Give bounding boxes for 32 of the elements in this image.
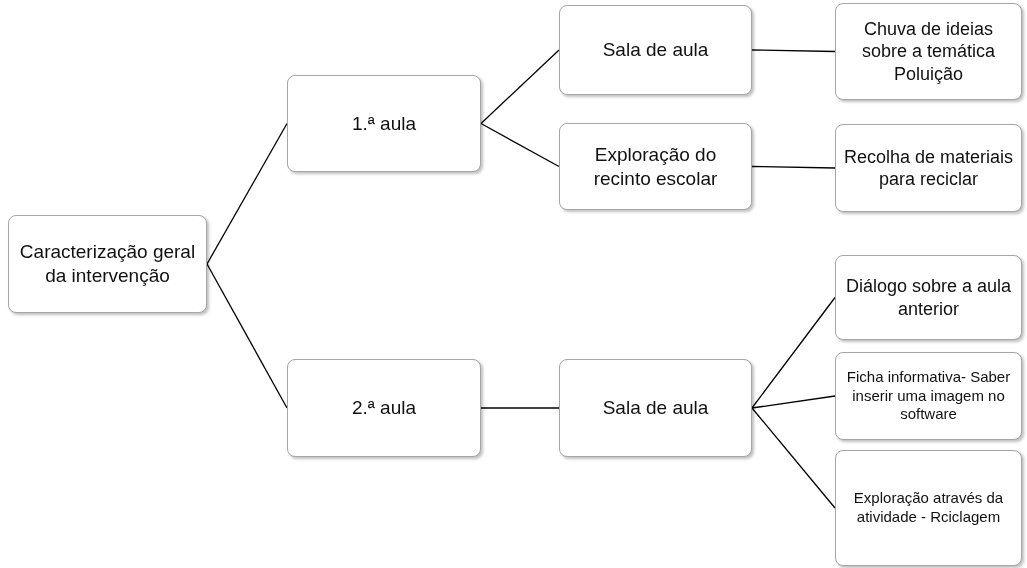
box-text: Diálogo sobre a aula anterior: [844, 275, 1013, 320]
process-box: [287, 359, 481, 457]
process-box: [835, 255, 1022, 340]
box-text: 2.ª aula: [351, 396, 417, 420]
connector-line: [751, 165, 836, 169]
process-box: [559, 5, 752, 95]
box-text: Sala de aula: [602, 396, 709, 420]
process-box: [559, 359, 752, 457]
box-text: Ficha informativa- Saber inserir uma imagem no software: [845, 367, 1012, 425]
connector-line: [751, 49, 836, 53]
connector-line: [480, 49, 560, 125]
connector-line: [480, 122, 560, 168]
connector-line: [480, 407, 560, 409]
box-text: Exploração através da atividade - Rciclagem: [852, 489, 1005, 527]
process-box: [835, 450, 1022, 566]
box-text: Chuva de ideias sobre a temática Poluição: [860, 17, 997, 86]
connector-line: [751, 395, 836, 409]
box-text: Exploração do recinto escolar: [592, 142, 719, 191]
connector-line: [751, 407, 836, 509]
process-box: [8, 215, 207, 313]
box-text: 1.ª aula: [351, 111, 417, 136]
process-box: [559, 123, 752, 210]
process-box: [835, 3, 1022, 100]
connector-line: [751, 296, 836, 409]
connector-line: [206, 263, 288, 409]
process-box: [835, 124, 1022, 212]
connector-line: [206, 122, 288, 265]
box-text: Caracterização geral da intervenção: [18, 240, 197, 288]
box-text: Recolha de materiais para reciclar: [842, 145, 1015, 191]
box-text: Sala de aula: [602, 38, 709, 62]
process-box: [835, 352, 1022, 440]
process-box: [287, 75, 481, 172]
